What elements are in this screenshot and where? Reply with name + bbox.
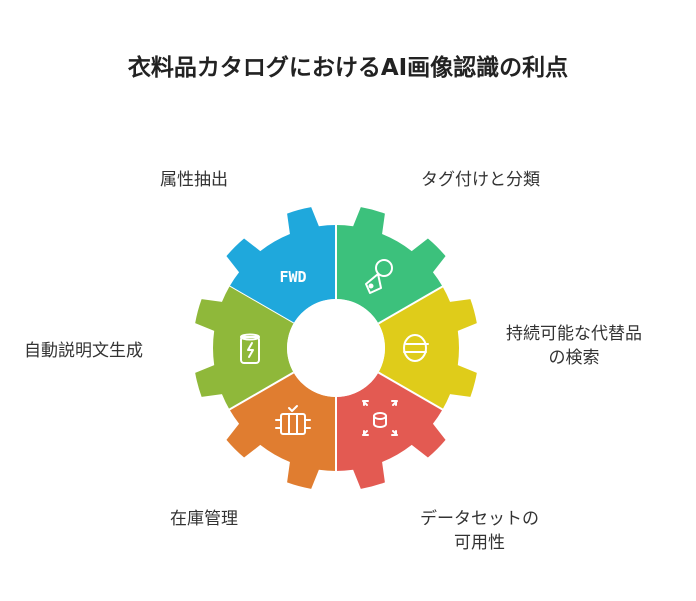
tag-icon (365, 259, 393, 294)
battery-can-icon (240, 333, 260, 364)
fwd-text: FWD (279, 268, 306, 286)
inventory-box-icon (275, 405, 311, 435)
segment-sustainable (378, 286, 477, 410)
segment-auto-description (195, 286, 294, 410)
label-line: の検索 (548, 348, 600, 368)
database-scan-icon (362, 400, 398, 436)
label-attribute-extraction: 属性抽出 (160, 170, 228, 190)
label-sustainable-alternatives: 持続可能な代替品 の検索 (506, 322, 642, 370)
gear-hub (287, 299, 385, 397)
label-tagging-classification: タグ付けと分類 (421, 170, 540, 190)
label-line: データセットの (420, 509, 539, 529)
label-line: 持続可能な代替品 (506, 324, 642, 344)
segment-divider (377, 371, 463, 422)
label-inventory-management: 在庫管理 (170, 509, 238, 529)
fwd-tag-icon: FWD (279, 268, 306, 286)
page-title: 衣料品カタログにおけるAI画像認識の利点 (127, 55, 569, 81)
segment-divider (209, 371, 295, 422)
segment-divider (377, 274, 463, 325)
label-auto-description: 自動説明文生成 (24, 341, 143, 361)
segment-attribute-extraction (226, 207, 336, 324)
label-dataset-availability: データセットの 可用性 (420, 507, 539, 555)
swap-icon (403, 334, 429, 362)
label-line: 可用性 (454, 533, 505, 553)
